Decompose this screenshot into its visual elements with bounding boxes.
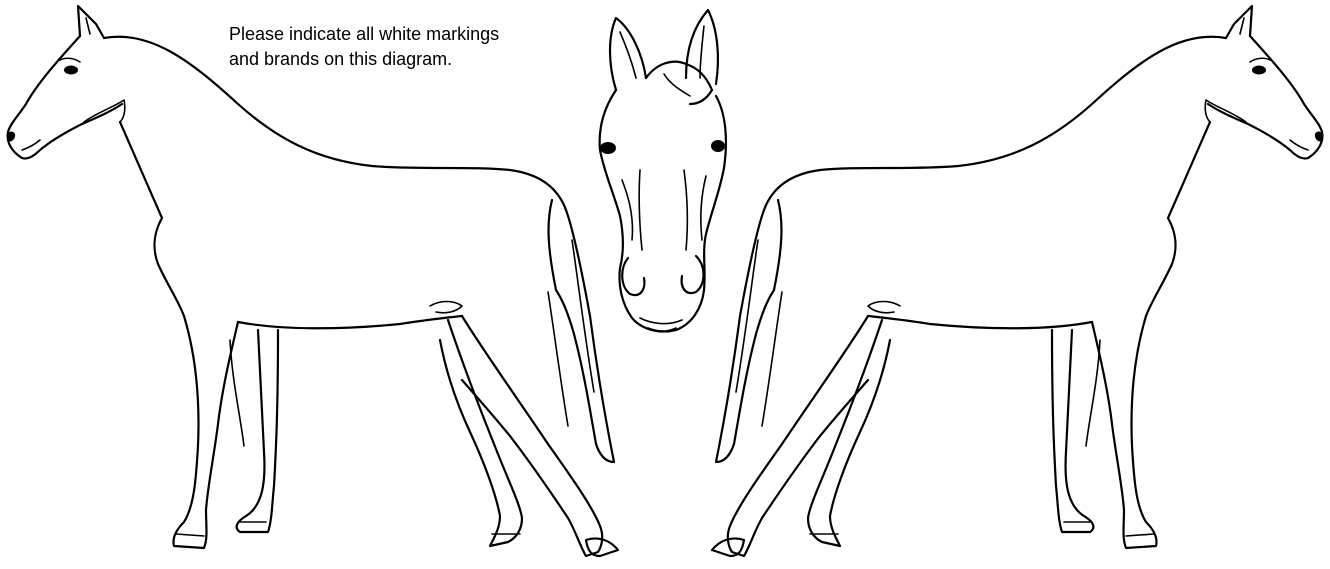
right-horse-outline <box>712 6 1323 556</box>
head-front-outline <box>600 10 726 332</box>
left-horse-outline <box>7 6 618 556</box>
